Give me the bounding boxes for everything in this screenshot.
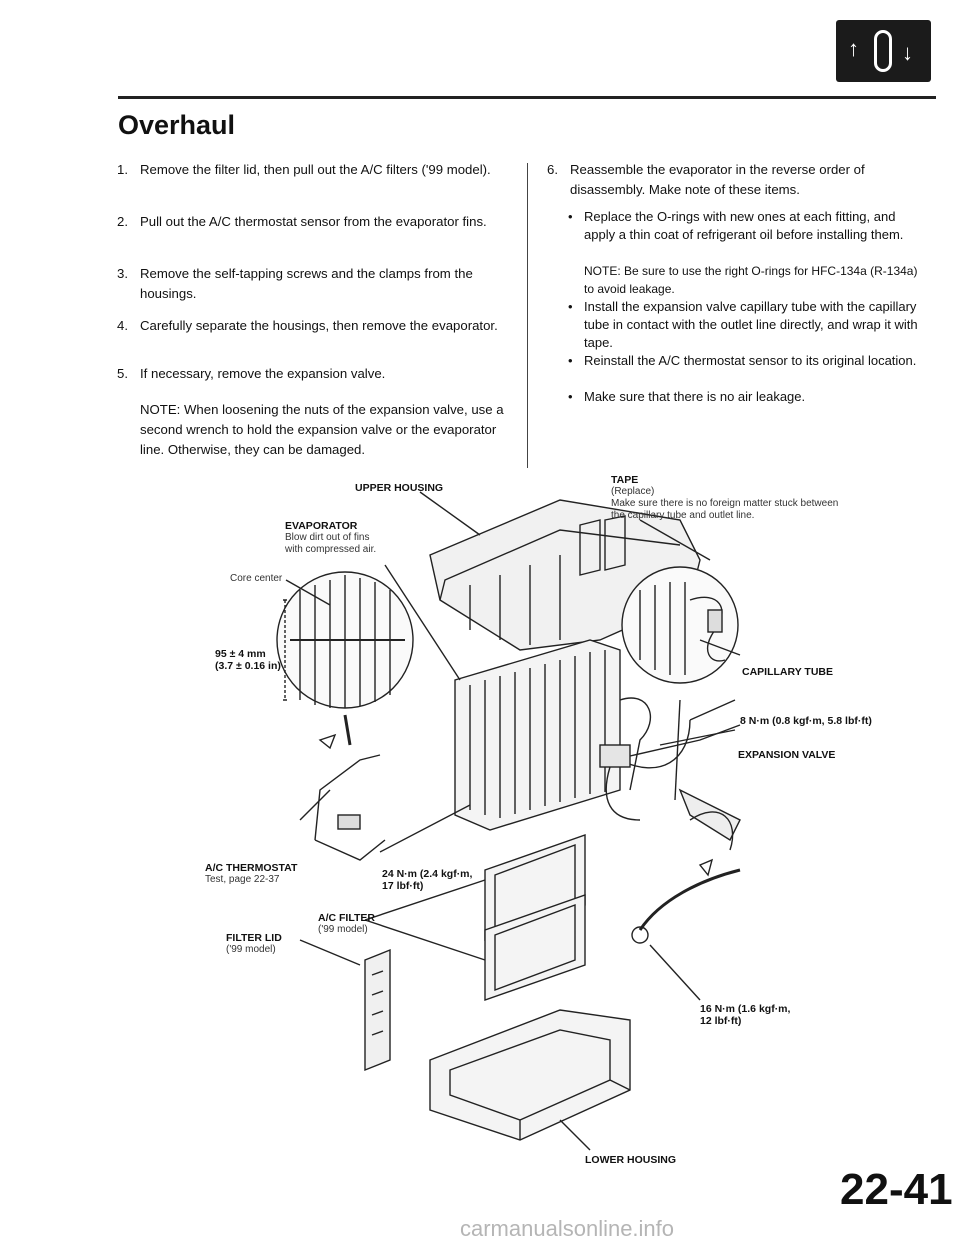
- label-torque-16nm-a: 16 N·m (1.6 kgf·m,: [700, 1003, 791, 1015]
- column-divider: [527, 163, 528, 468]
- up-down-arrow-icon: ↑ ↓: [836, 20, 931, 82]
- bullet-dot-icon: •: [568, 353, 573, 368]
- label-torque-24nm-a: 24 N·m (2.4 kgf·m,: [382, 868, 473, 880]
- tape-detail: [621, 566, 739, 684]
- label-ac-filter: A/C FILTER: [318, 912, 375, 924]
- label-tape-sub3: the capillary tube and outlet line.: [611, 510, 755, 521]
- lower-housing-shape: [429, 1009, 631, 1141]
- up-arrow-icon: ↑: [848, 36, 859, 61]
- label-dimension-in: (3.7 ± 0.16 in): [215, 660, 281, 672]
- label-expansion-valve: EXPANSION VALVE: [738, 749, 836, 761]
- watermark: carmanualsonline.info: [460, 1216, 675, 1241]
- label-tape-sub1: (Replace): [611, 486, 655, 497]
- label-dimension-mm: 95 ± 4 mm: [215, 648, 266, 660]
- label-torque-24nm-b: 17 lbf·ft): [382, 880, 424, 892]
- header-rule: [118, 96, 936, 99]
- label-torque-16nm-b: 12 lbf·ft): [700, 1015, 742, 1027]
- page-number: 22-41: [840, 1165, 953, 1214]
- bullet-dot-icon: •: [568, 299, 573, 314]
- label-evaporator-sub2: with compressed air.: [285, 544, 377, 555]
- filter-lid-shape: [364, 948, 391, 1072]
- expansion-valve-shape: [599, 724, 741, 842]
- core-center-detail: [276, 571, 414, 709]
- bullet-dot-icon: •: [568, 209, 573, 224]
- label-filter-lid: FILTER LID: [226, 932, 282, 944]
- thermostat-shape: [314, 714, 386, 861]
- bullet-dot-icon: •: [568, 389, 573, 404]
- label-tape-sub2: Make sure there is no foreign matter stu…: [611, 498, 839, 509]
- ac-filter-shape: [484, 834, 586, 1001]
- label-core-center: Core center: [230, 573, 283, 584]
- gauge-icon: [874, 30, 892, 72]
- label-filter-lid-sub: ('99 model): [226, 944, 276, 955]
- down-arrow-icon: ↓: [902, 40, 913, 65]
- note-left: NOTE: When loosening the nuts of the exp…: [140, 402, 504, 457]
- label-evaporator: EVAPORATOR: [285, 520, 358, 532]
- label-ac-thermostat: A/C THERMOSTAT: [205, 862, 298, 874]
- label-torque-8nm: 8 N·m (0.8 kgf·m, 5.8 lbf·ft): [740, 715, 872, 727]
- label-ac-thermostat-sub: Test, page 22-37: [205, 874, 280, 885]
- page-title: Overhaul: [118, 110, 236, 140]
- label-evaporator-sub1: Blow dirt out of fins: [285, 532, 370, 543]
- label-upper-housing: UPPER HOUSING: [355, 482, 444, 494]
- evaporator-core-shape: [454, 639, 691, 831]
- label-ac-filter-sub: ('99 model): [318, 924, 368, 935]
- label-tape: TAPE: [611, 474, 639, 486]
- label-lower-housing: LOWER HOUSING: [585, 1154, 676, 1166]
- label-capillary-tube: CAPILLARY TUBE: [742, 666, 834, 678]
